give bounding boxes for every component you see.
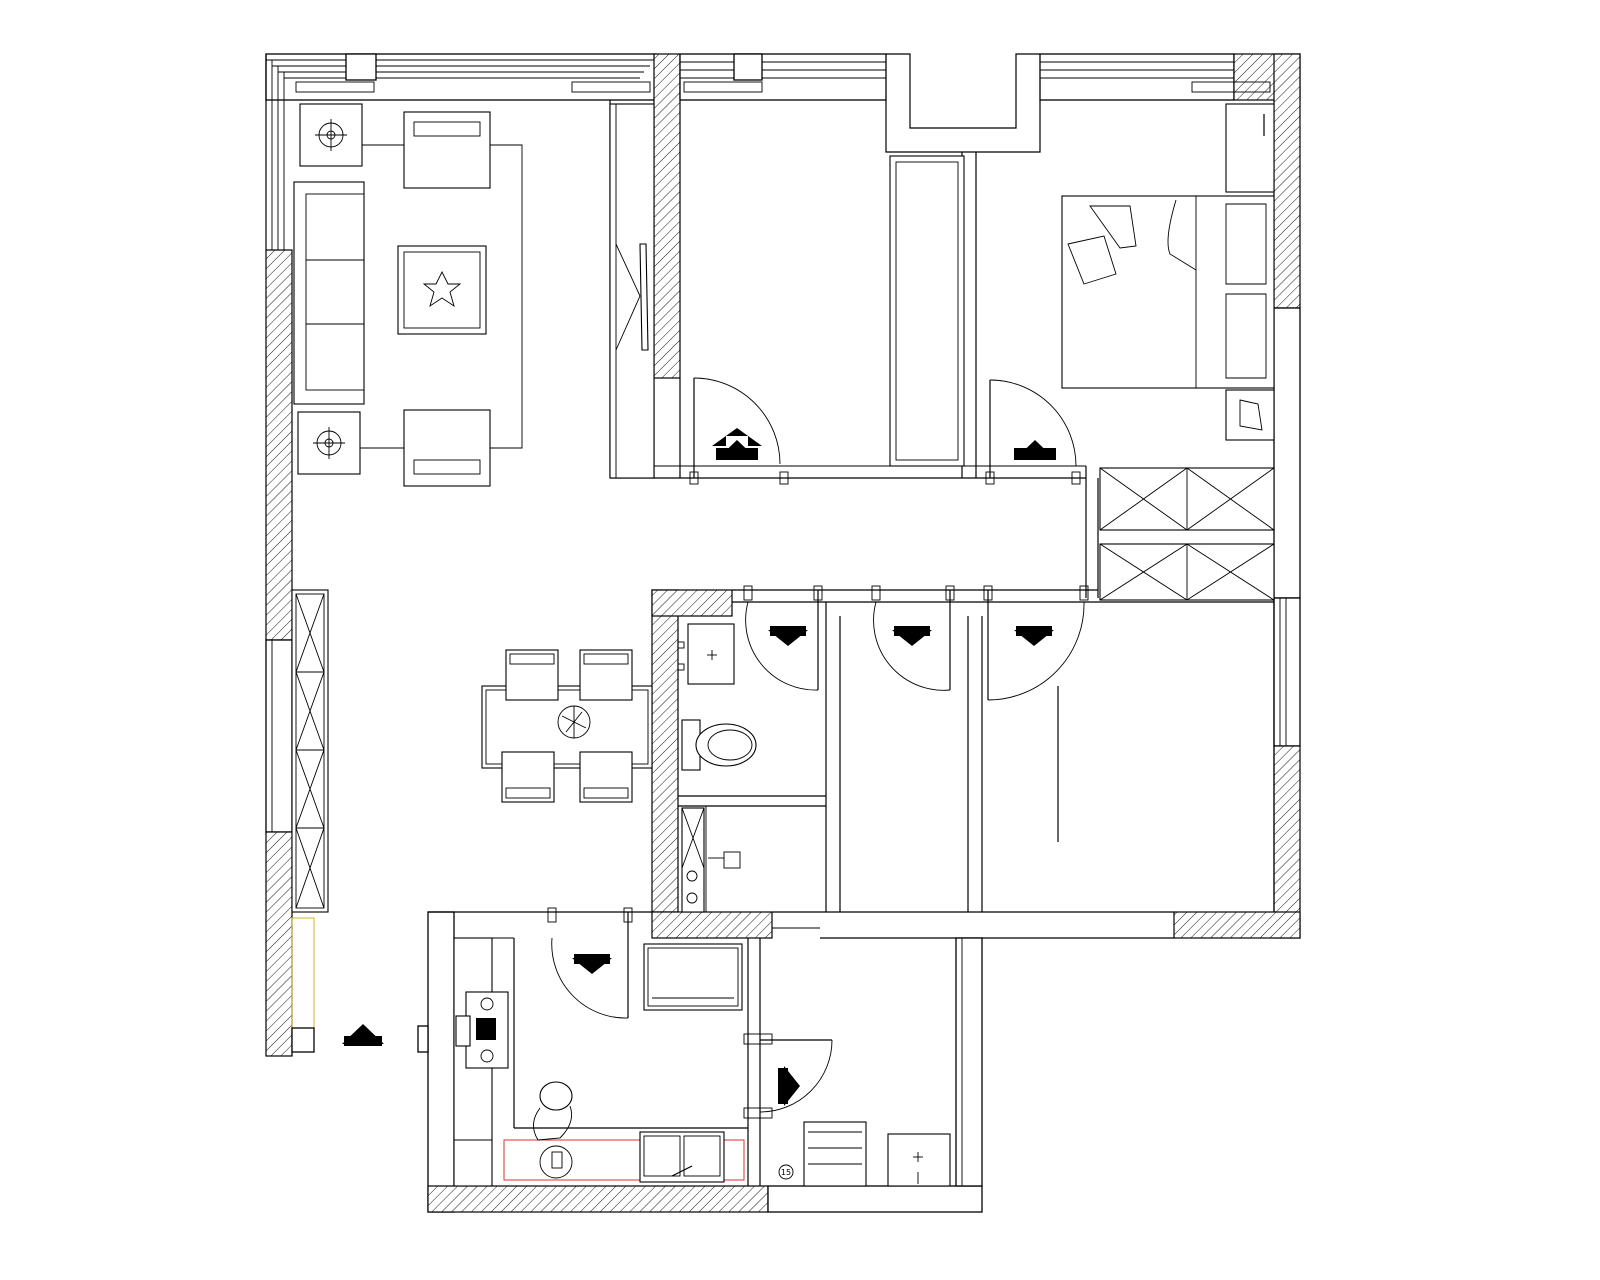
tv-icon [639, 243, 649, 351]
utility-balcony: 15 [778, 1121, 951, 1187]
arrow-up-icon [712, 428, 762, 446]
kitchen [453, 937, 748, 1187]
shoe-cabinet [291, 589, 329, 913]
door-frames [547, 471, 1089, 1119]
sofa [293, 181, 365, 405]
pillow [1225, 293, 1267, 379]
wardrobe [889, 155, 965, 467]
living-room [293, 103, 655, 487]
master-bedroom [1061, 103, 1275, 601]
armchair [403, 111, 491, 189]
washing-machine [803, 1121, 867, 1187]
pillow [1225, 203, 1267, 285]
toilet [695, 723, 757, 767]
wall-outline [265, 53, 1301, 1213]
counter-guide [503, 1139, 745, 1181]
cushion [1089, 205, 1137, 249]
plant-icon [422, 270, 462, 308]
interior-partitions [609, 100, 1275, 1186]
dining-chair [579, 751, 633, 803]
coffee-table [397, 245, 487, 335]
doors [551, 377, 1085, 1113]
meter-icon [723, 851, 741, 869]
dining-chair [505, 649, 559, 701]
water-heater-stamp: 15 [781, 1168, 791, 1177]
door-direction-arrows [342, 428, 1056, 1106]
wardrobe [1225, 103, 1275, 193]
dining-area [481, 649, 653, 803]
sink [887, 1133, 951, 1187]
person-icon [539, 1081, 573, 1111]
water-heater-icon [778, 1164, 794, 1180]
nightstand [1225, 389, 1275, 441]
cushion [1067, 235, 1117, 285]
bathroom [677, 623, 757, 771]
storage-closet [681, 807, 741, 913]
bedroom-1 [889, 155, 965, 467]
dining-chair [501, 751, 555, 803]
dining-chair [579, 649, 633, 701]
radiator-strips [295, 81, 1271, 93]
fridge [643, 943, 743, 1011]
sink [639, 1131, 725, 1183]
bed [1061, 195, 1275, 389]
phone-icon [1239, 399, 1263, 431]
armchair [403, 409, 491, 487]
sink [687, 623, 735, 685]
